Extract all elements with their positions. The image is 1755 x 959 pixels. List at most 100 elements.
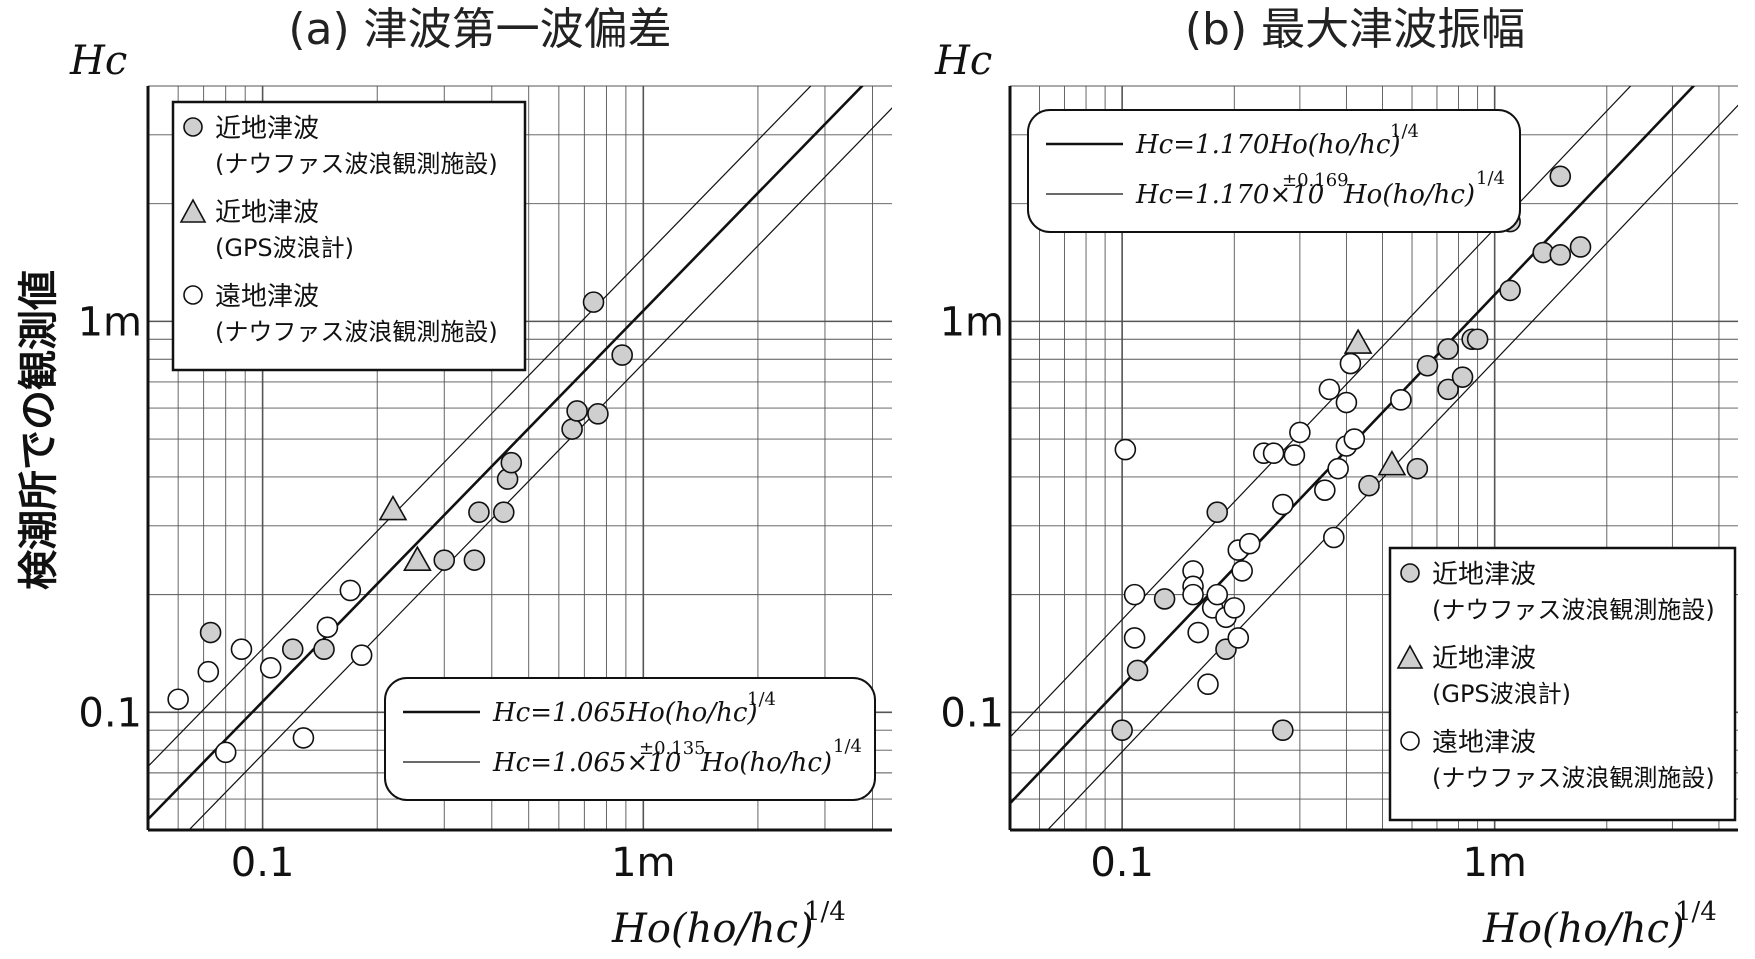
y-tick-label: 0.1 — [940, 690, 1004, 736]
white-circle-marker — [350, 644, 373, 666]
white-circle-marker — [1272, 493, 1294, 516]
upper-band-line — [148, 86, 812, 768]
gray-circle-marker — [500, 451, 523, 474]
axes — [146, 86, 892, 832]
x-axis-label-exponent: 1/4 — [804, 897, 846, 927]
equation-box — [1027, 109, 1521, 233]
legend-circle-marker — [1400, 563, 1420, 583]
x-tick-label: 1m — [1462, 840, 1526, 886]
triangle-marker — [1377, 450, 1407, 476]
white-circle-marker — [1318, 378, 1341, 401]
gray-circle-marker — [281, 638, 304, 661]
white-circle-marker — [1262, 442, 1285, 465]
panel-title: (b) 最大津波振幅 — [1185, 4, 1525, 55]
fit-line — [1010, 86, 1696, 806]
white-circle-marker — [1289, 421, 1311, 444]
upper-band-line — [1010, 86, 1632, 739]
gray-circle-marker — [1437, 378, 1459, 401]
gray-circle-marker — [561, 418, 583, 440]
white-circle-marker — [214, 741, 237, 764]
gray-circle-marker — [492, 501, 515, 523]
gray-circle-marker — [1569, 236, 1592, 258]
legend-sublabel: (ナウファス波浪観測施設) — [215, 150, 498, 178]
white-circle-marker — [1187, 621, 1209, 644]
equation-band-label: Hc=1.170×10 — [1135, 180, 1324, 210]
y-axis-symbol: Hc — [934, 38, 992, 84]
gray-circle-marker — [313, 638, 335, 661]
x-axis-label-exponent: 1/4 — [1675, 897, 1717, 927]
legend-label: 近地津波 — [215, 198, 319, 228]
equation-band-tail-exponent: 1/4 — [833, 736, 862, 757]
legend-circle-marker — [183, 285, 203, 305]
equation-fit-label: Hc=1.065Ho(ho/hc) — [492, 698, 758, 728]
white-circle-marker — [339, 579, 362, 602]
gray-circle-marker — [468, 501, 490, 523]
white-circle-marker — [1283, 444, 1306, 466]
legend-sublabel: (ナウファス波浪観測施設) — [1432, 596, 1715, 624]
legend-sublabel: (GPS波浪計) — [215, 234, 354, 262]
triangle-marker — [1343, 328, 1373, 354]
axes — [1008, 86, 1738, 832]
white-circle-marker — [1123, 627, 1146, 649]
gray-circle-marker — [1549, 165, 1572, 188]
white-circle-marker — [1238, 532, 1261, 555]
equation-band-tail: Ho(ho/hc) — [1343, 180, 1475, 210]
equation-band-exponent: ±0.135 — [639, 738, 706, 759]
gray-circle-marker — [1499, 279, 1521, 302]
white-circle-marker — [292, 727, 315, 749]
x-tick-label: 0.1 — [1090, 840, 1154, 886]
legend-circle-marker — [183, 117, 203, 137]
x-tick-label: 1m — [611, 840, 675, 886]
white-circle-marker — [1390, 389, 1412, 411]
gray-circle-marker — [1451, 366, 1474, 388]
white-circle-marker — [1114, 438, 1137, 461]
white-circle-marker — [197, 660, 220, 683]
x-tick-label: 0.1 — [231, 840, 295, 886]
triangle-marker — [378, 494, 408, 521]
triangle-marker — [403, 545, 432, 571]
equation-legend: Hc=1.065Ho(ho/hc)1/4Hc=1.065×10±0.135Ho(… — [384, 677, 876, 801]
white-circle-marker — [167, 688, 189, 711]
equation-band-tail-exponent: 1/4 — [1476, 168, 1505, 189]
white-circle-marker — [1327, 457, 1349, 480]
legend-box — [1388, 546, 1737, 822]
white-circle-marker — [316, 616, 339, 639]
white-circle-marker — [1339, 352, 1362, 375]
y-axis-symbol: Hc — [69, 38, 127, 84]
white-circle-marker — [1343, 428, 1366, 450]
white-circle-marker — [1206, 583, 1229, 606]
white-circle-marker — [1223, 597, 1246, 619]
legend-box — [171, 100, 527, 372]
fit-lines — [148, 86, 892, 830]
gray-circle-marker — [1406, 457, 1429, 480]
y-tick-label: 1m — [78, 299, 142, 345]
gray-circle-marker — [1358, 474, 1380, 497]
legend-label: 近地津波 — [215, 114, 319, 144]
legend-label: 近地津波 — [1432, 560, 1536, 590]
gray-circle-marker — [1111, 719, 1133, 742]
legend-label: 近地津波 — [1432, 644, 1536, 674]
legend-triangle-marker — [179, 198, 207, 223]
equation-fit-exponent: 1/4 — [1390, 121, 1419, 142]
white-circle-marker — [259, 656, 282, 679]
white-circle-marker — [1227, 627, 1250, 649]
gray-circle-marker — [587, 403, 609, 425]
gray-circle-marker — [1206, 501, 1229, 523]
white-circle-marker — [230, 638, 253, 661]
legend-sublabel: (GPS波浪計) — [1432, 680, 1571, 708]
panel-title: (a) 津波第一波偏差 — [288, 4, 671, 55]
y-tick-label: 0.1 — [78, 690, 142, 736]
white-circle-marker — [1123, 583, 1146, 606]
data-points — [1111, 165, 1592, 742]
data-points — [167, 291, 633, 764]
equation-box — [384, 677, 876, 801]
white-circle-marker — [1182, 583, 1204, 606]
legend-label: 遠地津波 — [1432, 728, 1536, 758]
equation-legend: Hc=1.170Ho(ho/hc)1/4Hc=1.170×10±0.169Ho(… — [1027, 109, 1521, 233]
gray-circle-marker — [582, 291, 605, 313]
gray-circle-marker — [611, 344, 633, 366]
gray-circle-marker — [199, 621, 222, 644]
